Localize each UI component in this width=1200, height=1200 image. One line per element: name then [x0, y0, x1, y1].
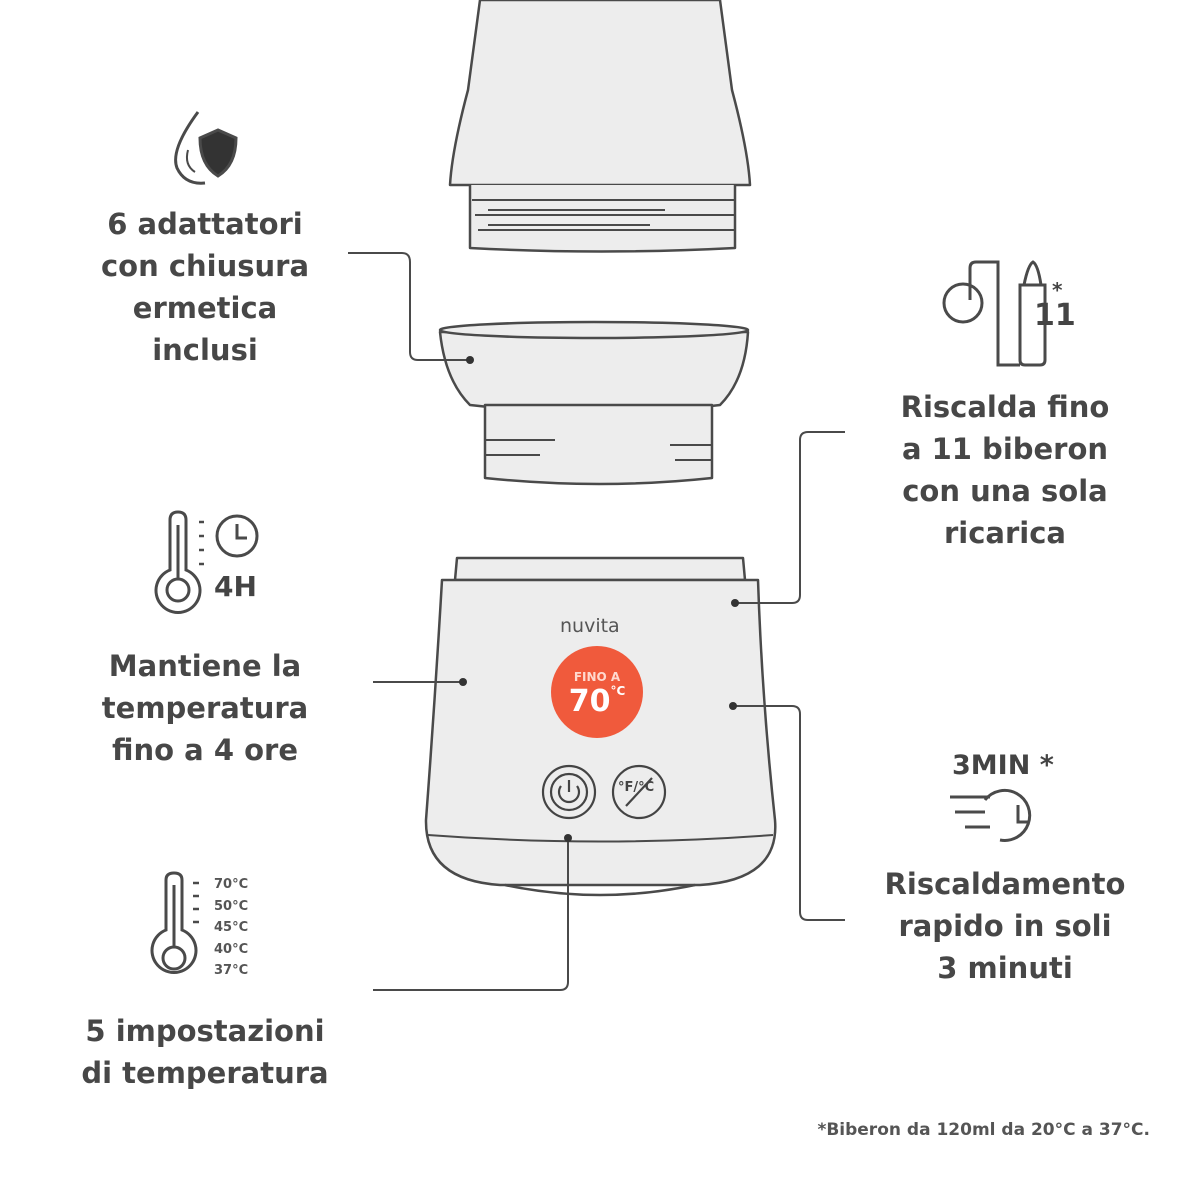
warmer-foot — [504, 883, 696, 897]
line: a 11 biberon — [901, 432, 1109, 466]
thermometer-clock-icon — [154, 510, 259, 614]
line: Riscalda fino — [900, 390, 1110, 424]
bottle-body — [448, 0, 752, 187]
battery-star: * — [1052, 278, 1063, 302]
feature-temperature-settings: 5 impostazioni di temperatura — [35, 1010, 375, 1094]
battery-count: 11 — [1034, 298, 1076, 333]
badge-unit: °C — [610, 684, 626, 698]
line: con una sola — [902, 474, 1108, 508]
badge-number: 70 — [568, 684, 611, 719]
feature-battery: Riscalda fino a 11 biberon con una sola … — [835, 386, 1175, 554]
fast-timer-icon — [950, 789, 1032, 842]
temp-45: 45°C — [214, 920, 249, 935]
line: ermetica — [132, 291, 278, 325]
bottle-threads — [468, 185, 737, 253]
battery-bottle-icon — [942, 260, 1047, 367]
adapter-threads — [483, 403, 714, 486]
temp-50: 50°C — [214, 898, 249, 914]
badge-line1: FINO A — [573, 670, 621, 684]
line: temperatura — [101, 691, 309, 725]
line: con chiusura — [100, 249, 310, 283]
leader-adapters — [348, 252, 468, 361]
leader-temperature — [373, 838, 569, 991]
feature-adapters: 6 adattatori con chiusura ermetica inclu… — [35, 203, 375, 371]
footnote: *Biberon da 120ml da 20°C a 37°C. — [817, 1120, 1150, 1140]
fast-heat-icon-label: 3MIN * — [952, 750, 1054, 781]
thermometer-icon — [150, 871, 199, 974]
line: 5 impostazioni — [85, 1014, 325, 1048]
line: rapido in soli — [898, 909, 1112, 943]
temperature-badge — [551, 646, 643, 738]
power-button — [541, 764, 597, 820]
temp-37: 37°C — [214, 963, 249, 978]
line: 3 minuti — [937, 951, 1073, 985]
adapter-cup — [438, 330, 750, 414]
keep-warm-icon-label: 4H — [214, 570, 257, 603]
line: 6 adattatori — [107, 207, 303, 241]
line: inclusi — [152, 333, 258, 367]
feature-fast-heat: Riscaldamento rapido in soli 3 minuti — [835, 863, 1175, 989]
temp-40: 40°C — [214, 941, 249, 957]
temp-70: 70°C — [214, 877, 249, 892]
brand-logo: nuvita — [560, 615, 620, 637]
leader-battery — [735, 431, 845, 604]
warmer-cap — [453, 556, 747, 582]
feature-keep-warm: Mantiene la temperatura fino a 4 ore — [35, 645, 375, 771]
line: ricarica — [943, 516, 1066, 550]
line: fino a 4 ore — [112, 733, 298, 767]
line: di temperatura — [81, 1056, 329, 1090]
leader-fast-heat — [733, 705, 845, 921]
line: Riscaldamento — [884, 867, 1126, 901]
unit-toggle-label[interactable]: °F/°C — [618, 780, 655, 795]
drop-shield-icon — [174, 111, 238, 185]
badge-value: 70°C — [551, 684, 643, 719]
line: Mantiene la — [108, 649, 302, 683]
unit-button — [611, 764, 667, 820]
temperature-list: 70°C 50°C 45°C 40°C 37°C — [214, 874, 248, 982]
